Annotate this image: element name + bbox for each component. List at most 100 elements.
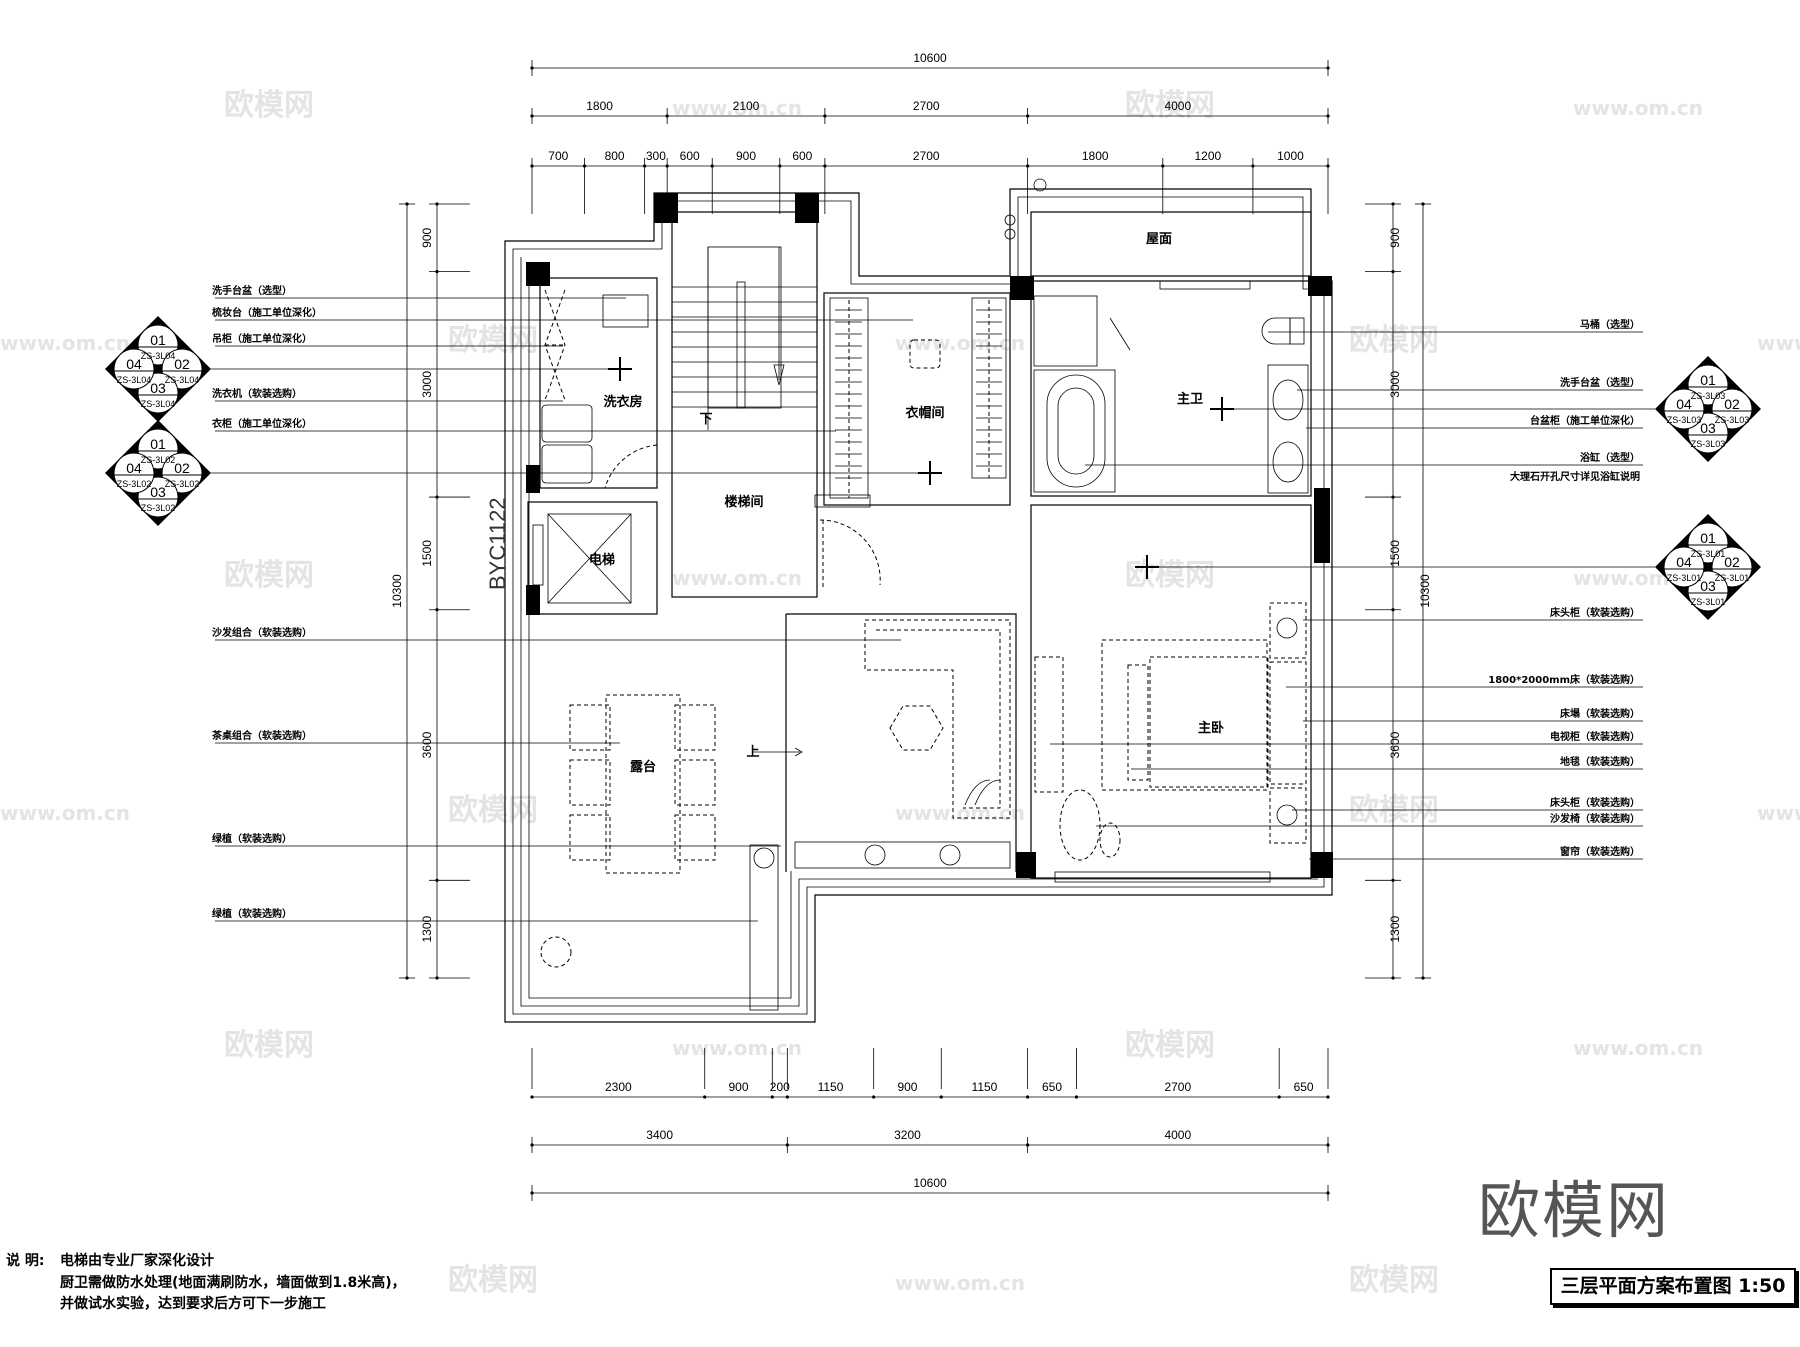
dimension-label: 900 <box>420 227 434 247</box>
dimension-tick <box>1391 608 1395 612</box>
index-diamond <box>1655 356 1761 462</box>
index-number: 01 <box>150 332 166 348</box>
dimension-tick <box>1421 976 1425 980</box>
dimension-tick <box>770 1095 774 1099</box>
callout-label: 床头柜（软装选购） <box>1550 606 1640 619</box>
callout-label: 电视柜（软装选购） <box>1550 730 1640 743</box>
index-circle <box>113 452 155 494</box>
dimension-label: 1500 <box>420 540 434 567</box>
index-sheet: ZS-3L01 <box>1715 573 1750 583</box>
dimension-tick <box>1326 114 1330 118</box>
dimension-label: 2100 <box>733 99 760 113</box>
index-sheet: ZS-3L03 <box>1715 415 1750 425</box>
dimension-tick <box>435 202 439 206</box>
callout-label: 地毯（软装选购） <box>1560 755 1640 768</box>
callout-label: 马桶（选型） <box>1580 318 1640 331</box>
index-circle <box>1663 388 1705 430</box>
watermark-logo-text: 欧模网 <box>448 793 538 828</box>
walk-in-closet <box>814 292 1011 508</box>
index-diamond <box>105 420 211 526</box>
dimension-tick <box>435 270 439 274</box>
watermark-logo-text: 欧模网 <box>1349 793 1439 828</box>
watermark-logo-text: 欧模网 <box>448 323 538 358</box>
watermark-logo-text: 欧模网 <box>1349 323 1439 358</box>
dimension-label: 1300 <box>420 915 434 942</box>
dimension-label: 900 <box>728 1080 748 1094</box>
index-sheet: ZS-3L03 <box>1691 439 1726 449</box>
watermark-url-text: www.om.cn <box>895 331 1025 355</box>
dimension-label: 3000 <box>420 371 434 398</box>
dimension-tick <box>939 1095 943 1099</box>
note-line-3: 并做试水实验，达到要求后方可下一步施工 <box>60 1296 326 1312</box>
watermark-url-text: www.om.cn <box>1757 801 1800 825</box>
index-number: 04 <box>126 356 142 372</box>
index-sheet: ZS-3L02 <box>141 503 176 513</box>
index-circle <box>1663 546 1705 588</box>
callout-label: 浴缸（选型） <box>1580 451 1640 464</box>
callout-label: 沙发组合（软装选购） <box>212 626 312 639</box>
dimension-tick <box>1326 1191 1330 1195</box>
stair-down-label: 下 <box>699 412 712 427</box>
dimension-label: 1150 <box>972 1080 998 1094</box>
dimension-tick <box>1391 202 1395 206</box>
dimension-label: 2700 <box>1164 1080 1191 1094</box>
dimension-label: 1800 <box>1082 149 1109 163</box>
index-number: 04 <box>1676 396 1692 412</box>
index-number: 01 <box>1700 530 1716 546</box>
index-sheet: ZS-3L01 <box>1691 549 1726 559</box>
dimension-label: 1500 <box>1388 540 1402 567</box>
index-number: 02 <box>1724 554 1740 570</box>
callout-label: 绿植（软装选购） <box>212 907 292 920</box>
index-number: 03 <box>150 484 166 500</box>
dimension-tick <box>823 114 827 118</box>
watermark-url-text: www.om.cn <box>672 1036 802 1060</box>
watermark-logo-text: 欧模网 <box>1125 558 1215 593</box>
dimension-tick <box>530 66 534 70</box>
note-line-1: 电梯由专业厂家深化设计 <box>60 1253 214 1269</box>
callout-label: 洗手台盆（选型） <box>1560 376 1640 389</box>
dimension-label: 200 <box>770 1080 790 1094</box>
index-number: 04 <box>126 460 142 476</box>
index-number: 02 <box>1724 396 1740 412</box>
center-cross-marker <box>608 357 632 381</box>
callout-label: 1800*2000mm床（软装选购） <box>1488 673 1640 686</box>
dimension-tick <box>435 976 439 980</box>
watermark-url-text: www.om.cn <box>672 566 802 590</box>
index-sheet: ZS-3L02 <box>117 479 152 489</box>
roof-area <box>1004 178 1312 277</box>
dimension-tick <box>1026 1143 1030 1147</box>
dimension-label: 3600 <box>1388 731 1402 758</box>
callout-label: 台盆柜（施工单位深化） <box>1530 414 1640 427</box>
dimension-tick <box>1421 202 1425 206</box>
room-label-roof: 屋面 <box>1146 232 1172 247</box>
stairwell <box>671 211 881 598</box>
index-number: 02 <box>174 356 190 372</box>
index-sheet: ZS-3L03 <box>1667 415 1702 425</box>
index-number: 03 <box>1700 420 1716 436</box>
callout-label: 窗帘（软装选购） <box>1560 845 1640 858</box>
stair-up-label: 上 <box>746 745 759 760</box>
index-sheet: ZS-3L01 <box>1691 597 1726 607</box>
index-symbols: 01ZS-3L0402ZS-3L0403ZS-3L0404ZS-3L0401ZS… <box>105 316 1761 620</box>
watermark-logo-text: 欧模网 <box>1125 88 1215 123</box>
dimension-tick <box>1161 164 1165 168</box>
dimension-label: 2700 <box>913 149 940 163</box>
dimension-tick <box>1251 164 1255 168</box>
watermark-logo-text: 欧模网 <box>1349 1263 1439 1298</box>
dimension-label: 3600 <box>420 731 434 758</box>
callout-label: 衣柜（施工单位深化） <box>212 417 312 430</box>
dimension-tick <box>1326 1143 1330 1147</box>
dimension-tick <box>778 164 782 168</box>
dimension-tick <box>405 976 409 980</box>
dimension-tick <box>1277 1095 1281 1099</box>
dimension-label: 650 <box>1294 1080 1314 1094</box>
dimension-label: 1200 <box>1194 149 1221 163</box>
dimension-tick <box>872 1095 876 1099</box>
index-number: 01 <box>1700 372 1716 388</box>
dimension-tick <box>785 1143 789 1147</box>
watermark-url-text: www.om.cn <box>0 801 130 825</box>
center-cross-marker <box>918 461 942 485</box>
dimension-label: 900 <box>897 1080 917 1094</box>
dimension-tick <box>530 164 534 168</box>
